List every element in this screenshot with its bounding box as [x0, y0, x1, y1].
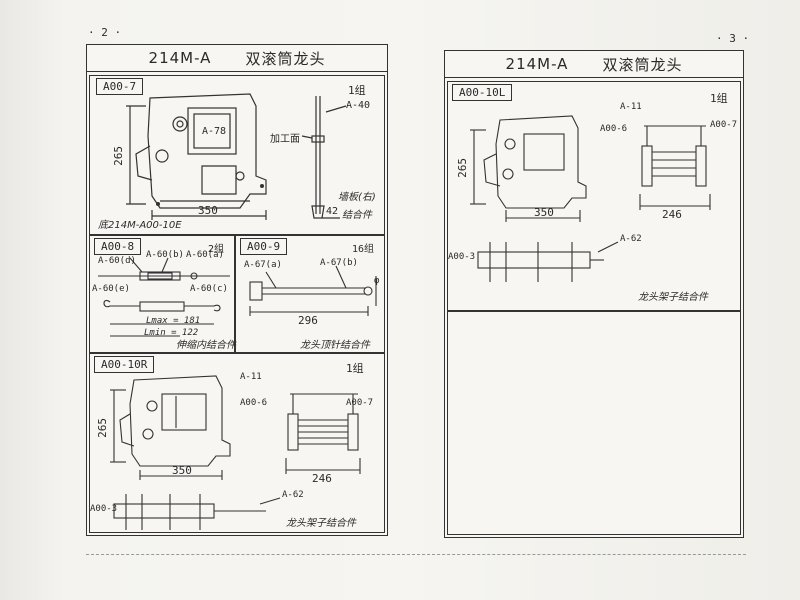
- panel-code: A00-8: [94, 238, 142, 255]
- dim-lmax: Lmax = 181: [146, 316, 201, 326]
- thimble-rod-drawing: [249, 265, 377, 316]
- label-a62: A-62: [282, 490, 304, 500]
- label-a006: A00-6: [600, 124, 628, 134]
- panel-qty: 2组: [208, 244, 225, 255]
- label-a11: A-11: [240, 372, 262, 382]
- dim-width: 350: [172, 464, 192, 477]
- panel-a00-9: A00-9 16组 A-67(a) A-67(b) φ 296 龙头顶针结合件: [235, 235, 385, 353]
- empty-panel: [447, 311, 741, 535]
- label-a40: A-40: [346, 100, 371, 111]
- caption-frame: 龙头架子结合件: [286, 518, 356, 529]
- dim-296: 296: [298, 314, 318, 327]
- label-a006: A00-6: [240, 398, 268, 408]
- left-page-number: · 2 ·: [88, 26, 122, 39]
- dim-height: 265: [456, 158, 469, 178]
- left-sheet: 214M-A 双滚筒龙头 A00-7 1组: [86, 44, 388, 536]
- label-a60c: A-60(c): [190, 284, 228, 294]
- dim-246: 246: [312, 472, 332, 485]
- left-title-model: 214M-A: [148, 49, 212, 67]
- telescopic-rod-drawing: [98, 257, 230, 337]
- frame-assembly-drawing: [110, 375, 361, 530]
- dim-lmin: Lmin = 122: [144, 328, 199, 338]
- wall-plate-drawing: [126, 93, 347, 220]
- label-a007: A00-7: [346, 398, 374, 408]
- base-note: 底214M-A00-10E: [98, 220, 182, 231]
- panel-qty: 1组: [710, 92, 728, 105]
- right-title-model: 214M-A: [505, 55, 569, 73]
- right-title-bar: 214M-A 双滚筒龙头: [445, 51, 743, 78]
- dim-height: 265: [96, 418, 109, 438]
- panel-code: A00-10R: [94, 356, 155, 373]
- bottom-dashed-line: [86, 554, 746, 555]
- panel-a00-7: A00-7 1组: [89, 75, 385, 235]
- label-a60a: A-60(a): [186, 250, 224, 260]
- label-a003: A00-3: [90, 504, 118, 514]
- left-title-name: 双滚筒龙头: [245, 49, 326, 68]
- panel-code: A00-9: [240, 238, 288, 255]
- left-title-bar: 214M-A 双滚筒龙头: [87, 45, 387, 72]
- label-a11: A-11: [620, 102, 642, 112]
- dim-246: 246: [662, 208, 682, 221]
- right-title-name: 双滚筒龙头: [602, 55, 683, 74]
- label-a60e: A-60(e): [92, 284, 130, 294]
- caption-wall-plate: 墙板(右): [338, 192, 376, 203]
- panel-a00-8: A00-8 2组 A-60(d) A-60(b) A-60(a) A-60(e)…: [89, 235, 236, 353]
- panel-qty: 16组: [352, 244, 375, 255]
- panel-a00-10l: A00-10L 1组: [447, 81, 741, 311]
- panel-qty: 1组: [348, 84, 366, 97]
- caption-frame: 龙头架子结合件: [638, 292, 708, 303]
- label-a62: A-62: [620, 234, 642, 244]
- dim-width: 350: [198, 204, 218, 217]
- right-sheet: 214M-A 双滚筒龙头 A00-10L 1组: [444, 50, 744, 538]
- dim-height: 265: [112, 146, 125, 166]
- label-machined-face: 加工面: [270, 134, 300, 145]
- panel-code: A00-10L: [452, 84, 513, 101]
- dim-width: 350: [534, 206, 554, 219]
- caption-telescopic: 伸缩内结合件: [176, 340, 236, 351]
- label-a67b: A-67(b): [320, 258, 358, 268]
- label-phi: φ: [374, 276, 380, 286]
- caption-thimble: 龙头顶针结合件: [300, 340, 370, 351]
- label-a60b: A-60(b): [146, 250, 184, 260]
- panel-a00-10r: A00-10R 1组: [89, 353, 385, 533]
- panel-code: A00-7: [96, 78, 144, 95]
- caption-assembly: 结合件: [342, 210, 372, 221]
- label-a60d: A-60(d): [98, 256, 136, 266]
- panel-qty: 1组: [346, 362, 364, 375]
- label-a78: A-78: [202, 126, 227, 137]
- label-a007: A00-7: [710, 120, 738, 130]
- frame-assembly-drawing-left: [470, 115, 711, 282]
- dim-42: 42: [326, 206, 339, 217]
- right-page-number: · 3 ·: [716, 32, 750, 45]
- label-a67a: A-67(a): [244, 260, 282, 270]
- label-a003: A00-3: [448, 252, 476, 262]
